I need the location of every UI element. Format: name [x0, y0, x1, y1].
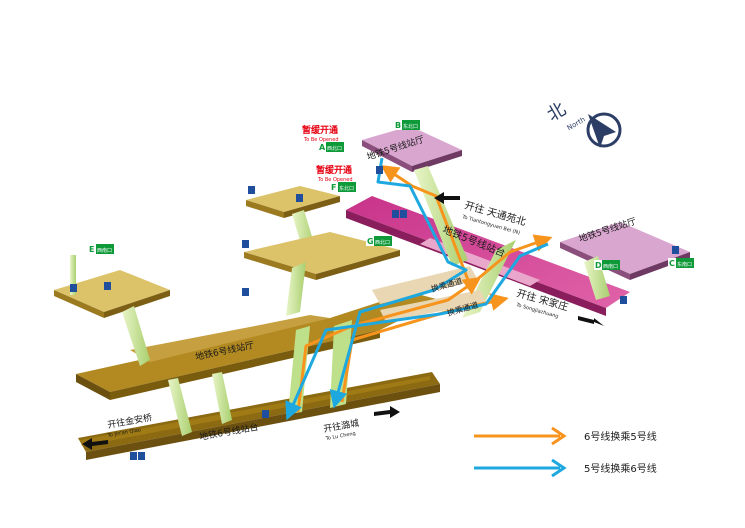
status-en-2: To Be Opened: [317, 177, 353, 183]
exit-f[interactable]: F 东北口: [330, 182, 356, 192]
compass-arrow-icon: [588, 114, 616, 148]
elevator-icon: [248, 186, 255, 194]
toilet-icon: [400, 210, 407, 218]
dir-jinanqiao-en: To Jin'an Qiao: [106, 427, 141, 439]
exit-a-label: 西北口: [327, 145, 342, 152]
exit-d[interactable]: D 西南口: [594, 260, 620, 270]
elevator-icon: [262, 410, 269, 418]
exit-f-label: 东北口: [339, 185, 354, 192]
exit-g-label: 西北口: [375, 239, 390, 246]
info-icon: [296, 194, 303, 202]
arrow-right-icon: [551, 458, 567, 478]
toilet-icon: [138, 452, 145, 460]
exit-g[interactable]: G 西北口: [366, 236, 392, 246]
status-label-2: 暂缓开通: [316, 164, 352, 176]
exit-g-building: [244, 232, 400, 316]
route-5-to-6: [285, 157, 549, 421]
elevator-icon: [620, 296, 627, 304]
elevator-icon: [242, 240, 249, 248]
dir-lucheng-en: To Lu Cheng: [324, 431, 356, 442]
exit-c[interactable]: C 东南口: [668, 258, 694, 268]
toilet-icon: [130, 452, 137, 460]
legend-label-6-to-5: 6号线换乘5号线: [584, 430, 657, 443]
direction-arrows: [82, 192, 604, 450]
toilet-icon: [392, 210, 399, 218]
compass: [586, 112, 622, 148]
exit-a-letter: A: [319, 143, 326, 152]
elevator-icon: [70, 284, 77, 292]
exit-f-letter: F: [331, 183, 336, 192]
exit-e-label: 西南口: [97, 247, 112, 254]
arrow-right-icon: [551, 426, 567, 446]
info-icon: [104, 282, 111, 290]
toilet-icon: [376, 166, 383, 174]
legend-label-5-to-6: 5号线换乘6号线: [584, 462, 657, 475]
exit-e[interactable]: E 西南口: [88, 244, 114, 254]
compass-label-en: North: [566, 115, 587, 132]
exit-b[interactable]: B 东北口: [394, 120, 420, 130]
exit-b-label: 东北口: [403, 123, 418, 130]
exit-e-building: [54, 255, 170, 366]
facility-icons: [70, 166, 679, 460]
elevator-icon: [242, 288, 249, 296]
legend-item-6-to-5: 6号线换乘5号线: [474, 426, 657, 446]
line5-hall-north: [362, 126, 462, 172]
exit-b-letter: B: [395, 121, 401, 130]
exit-c-letter: C: [669, 259, 675, 268]
exit-e-letter: E: [89, 245, 94, 254]
status-label-1: 暂缓开通: [302, 124, 338, 136]
accessible-icon: [672, 246, 679, 254]
legend-item-5-to-6: 5号线换乘6号线: [474, 458, 657, 478]
exit-g-letter: G: [367, 237, 374, 246]
legend: 6号线换乘5号线 5号线换乘6号线: [474, 426, 657, 478]
exit-d-label: 西南口: [603, 263, 618, 270]
compass-label-cn: 北: [544, 99, 570, 126]
exit-d-letter: D: [595, 261, 602, 270]
exit-c-label: 东南口: [677, 261, 692, 268]
exit-a[interactable]: A 西北口: [318, 142, 344, 152]
status-en-1: To Be Opened: [303, 137, 339, 143]
